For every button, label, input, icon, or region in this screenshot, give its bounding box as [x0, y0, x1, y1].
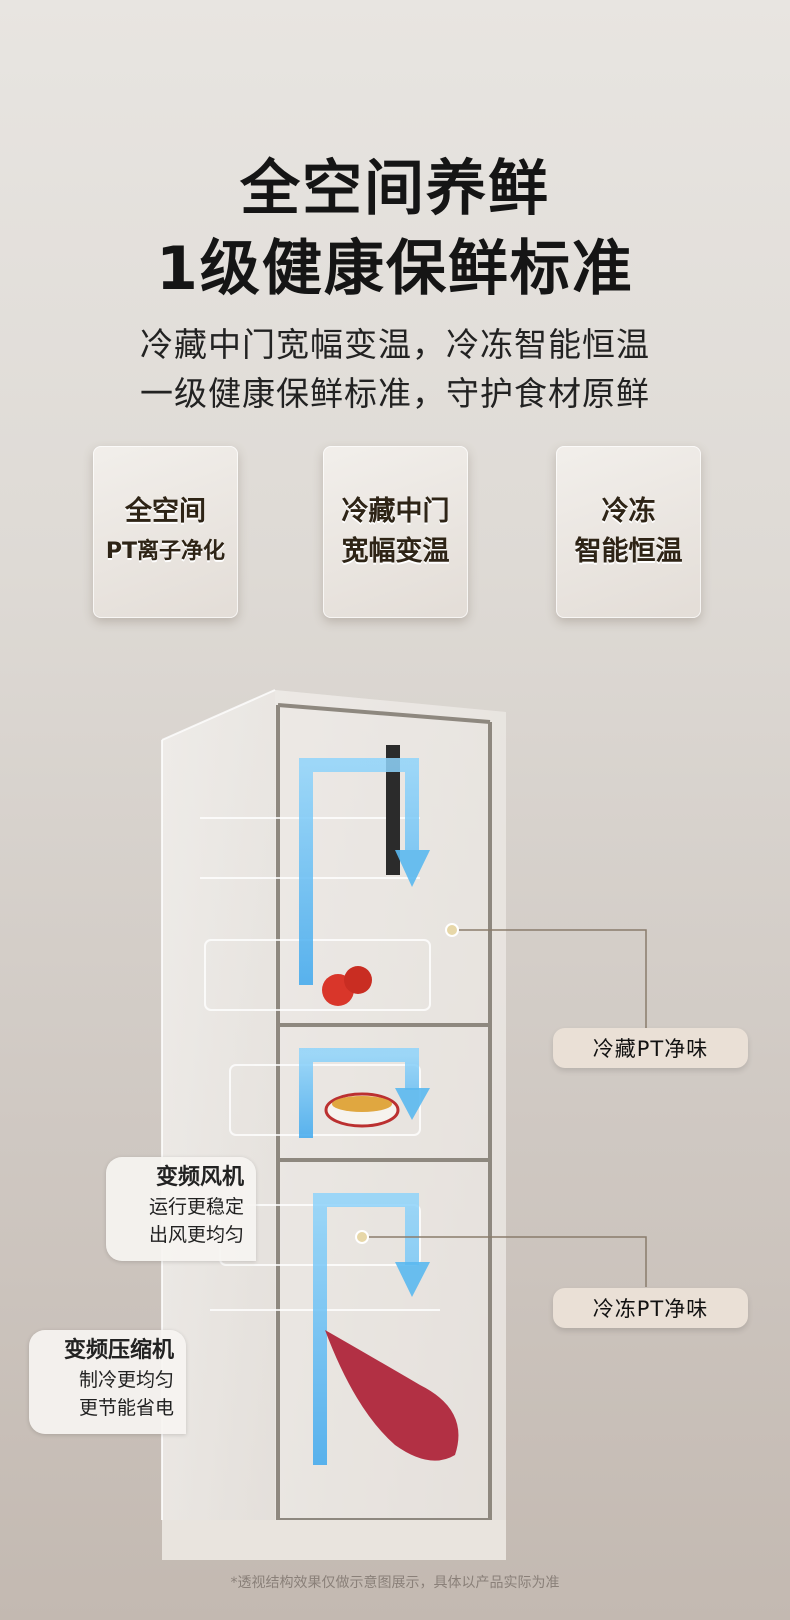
freezer-pt-deodorize-label: 冷冻PT净味 — [553, 1288, 748, 1328]
feature-title: 冷冻 — [601, 496, 656, 527]
callout-dot — [355, 1230, 369, 1244]
callout-line: 出风更均匀 — [148, 1224, 244, 1246]
feature-title: 冷藏中门 — [341, 496, 450, 527]
feature-title: 全空间 — [125, 496, 206, 527]
disclaimer-footnote: *透视结构效果仅做示意图展示，具体以产品实际为准 — [230, 1575, 560, 1591]
description-line-2: 一级健康保鲜标准，守护食材原鲜 — [140, 374, 650, 413]
callout-dot — [445, 923, 459, 937]
inverter-compressor-callout: 变频压缩机 制冷更均匀 更节能省电 — [29, 1330, 186, 1434]
feature-card-pt-purify: 全空间 PT离子净化 — [93, 446, 238, 618]
fridge-body — [161, 689, 506, 1560]
feature-card-variable-temp: 冷藏中门 宽幅变温 — [323, 446, 468, 618]
feature-subtitle: PT离子净化 — [105, 539, 226, 564]
callout-title: 变频压缩机 — [63, 1338, 174, 1363]
callout-title: 变频风机 — [155, 1165, 244, 1190]
feature-subtitle: 智能恒温 — [574, 536, 683, 567]
callout-lines — [362, 929, 647, 1287]
fridge-pt-deodorize-label: 冷藏PT净味 — [553, 1028, 748, 1068]
feature-subtitle: 宽幅变温 — [341, 536, 450, 567]
description-line-1: 冷藏中门宽幅变温，冷冻智能恒温 — [140, 325, 650, 364]
page-subtitle-title: 1级健康保鲜标准 — [156, 234, 634, 304]
food-items — [322, 966, 459, 1461]
air-duct — [386, 745, 400, 875]
inverter-fan-callout: 变频风机 运行更稳定 出风更均匀 — [106, 1157, 256, 1261]
callout-line: 运行更稳定 — [148, 1196, 244, 1218]
page-title: 全空间养鲜 — [240, 154, 550, 224]
arrow-heads — [395, 850, 430, 1297]
callout-line: 更节能省电 — [78, 1397, 174, 1419]
feature-card-freezer-constant-temp: 冷冻 智能恒温 — [556, 446, 701, 618]
airflow-arrows — [299, 758, 419, 1465]
callout-line: 制冷更均匀 — [78, 1369, 174, 1391]
